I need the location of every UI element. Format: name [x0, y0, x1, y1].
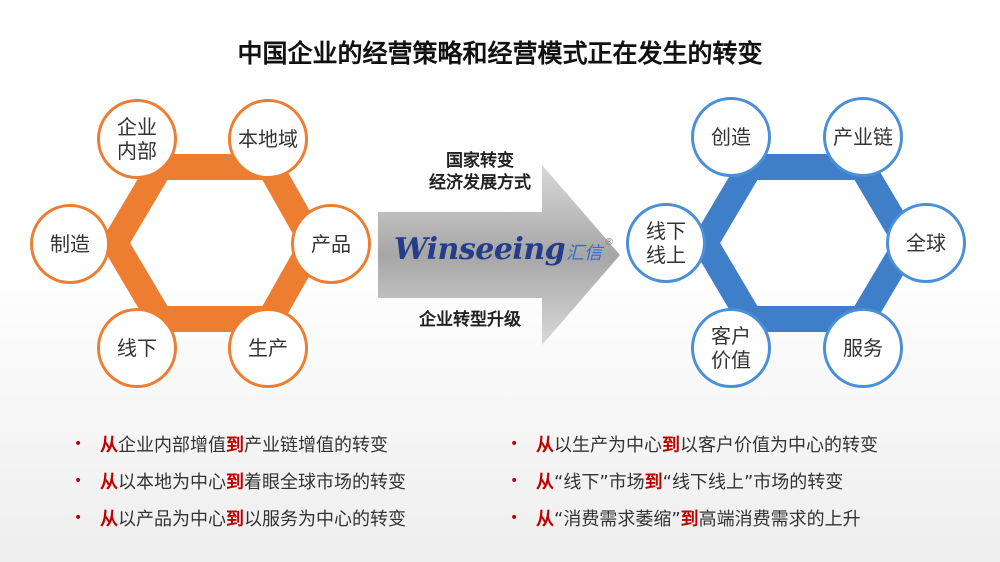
- left-node-manufacturing: 制造: [30, 204, 110, 284]
- keyword-from: 从: [100, 508, 118, 530]
- bullet-text: 以产品为中心: [118, 508, 226, 530]
- bullet-text: 以服务为中心的转变: [244, 508, 406, 530]
- keyword-to: 到: [226, 434, 244, 456]
- arrow-bottom-label: 企业转型升级: [419, 310, 521, 330]
- keyword-to: 到: [662, 434, 680, 456]
- left-node-product: 产品: [291, 204, 371, 284]
- bullet-text: 以客户价值为中心的转变: [680, 434, 878, 456]
- right-node-global: 全球: [886, 203, 966, 283]
- right-node-customer-value: 客户价值: [691, 308, 771, 388]
- node-label: 企业: [117, 115, 157, 139]
- bullet-dot-icon: •: [510, 509, 519, 526]
- arrow-top-line1: 国家转变: [446, 151, 514, 171]
- bullet-text: 企业内部增值: [118, 434, 226, 456]
- bullet-text: 以生产为中心: [554, 434, 662, 456]
- keyword-to: 到: [226, 508, 244, 530]
- right-hexagon-frame: [689, 154, 923, 332]
- bullet-text: 产业链增值的转变: [244, 434, 388, 456]
- node-label: 线上: [646, 243, 686, 267]
- bullet-text: 高端消费需求的上升: [698, 508, 861, 530]
- node-label: 创造: [711, 125, 751, 149]
- bullet-text: “线下线上”市场的转变: [662, 471, 844, 493]
- keyword-from: 从: [536, 508, 554, 530]
- bullet-dot-icon: •: [510, 472, 519, 489]
- node-label: 服务: [843, 336, 883, 360]
- bullet-dot-icon: •: [74, 435, 83, 452]
- node-label: 线下: [117, 336, 157, 360]
- logo-chinese: 汇信: [566, 243, 603, 264]
- left-node-production: 生产: [228, 308, 308, 388]
- winseeing-logo: Winseeing 汇信 ®: [394, 232, 614, 272]
- bullet-dot-icon: •: [74, 509, 83, 526]
- right-node-creation: 创造: [691, 97, 771, 177]
- right-node-industry-chain: 产业链: [823, 97, 903, 177]
- node-label: 线下: [646, 219, 686, 243]
- right-node-service: 服务: [823, 308, 903, 388]
- bullet-text: 着眼全球市场的转变: [244, 471, 406, 493]
- bullet-list-left: • 从企业内部增值到产业链增值的转变 • 从以本地为中心到着眼全球市场的转变 •…: [74, 425, 494, 536]
- node-label: 客户: [711, 324, 751, 348]
- keyword-from: 从: [100, 471, 118, 493]
- node-label: 全球: [906, 231, 946, 255]
- arrow-top-line2: 经济发展方式: [429, 173, 531, 193]
- keyword-from: 从: [100, 434, 118, 456]
- keyword-to: 到: [644, 471, 663, 493]
- bullet-dot-icon: •: [74, 472, 83, 489]
- arrow-top-label: 国家转变 经济发展方式: [390, 150, 570, 194]
- list-item: • 从“消费需求萎缩”到高端消费需求的上升: [510, 499, 930, 536]
- left-node-enterprise-internal: 企业内部: [97, 99, 177, 179]
- bullet-text: “线下”市场: [554, 471, 645, 493]
- node-label: 内部: [117, 139, 157, 163]
- node-label: 本地域: [238, 127, 298, 151]
- left-node-offline: 线下: [97, 308, 177, 388]
- bullet-text: “消费需求萎缩”: [554, 508, 681, 530]
- list-item: • 从企业内部增值到产业链增值的转变: [74, 425, 494, 462]
- left-hexagon-frame: [99, 154, 328, 332]
- list-item: • 从以产品为中心到以服务为中心的转变: [74, 499, 494, 536]
- node-label: 价值: [711, 348, 751, 372]
- keyword-to: 到: [680, 508, 699, 530]
- keyword-from: 从: [536, 434, 554, 456]
- page-title: 中国企业的经营策略和经营模式正在发生的转变: [237, 39, 763, 68]
- keyword-from: 从: [536, 471, 554, 493]
- logo-wordmark: Winseeing: [394, 232, 566, 267]
- bullet-text: 以本地为中心: [118, 471, 226, 493]
- list-item: • 从“线下”市场到“线下线上”市场的转变: [510, 462, 930, 499]
- bullet-list-right: • 从以生产为中心到以客户价值为中心的转变 • 从“线下”市场到“线下线上”市场…: [510, 425, 930, 536]
- node-label: 生产: [248, 336, 288, 360]
- bullet-dot-icon: •: [510, 435, 519, 452]
- node-label: 制造: [50, 232, 90, 256]
- left-node-local-region: 本地域: [228, 99, 308, 179]
- list-item: • 从以生产为中心到以客户价值为中心的转变: [510, 425, 930, 462]
- keyword-to: 到: [226, 471, 244, 493]
- list-item: • 从以本地为中心到着眼全球市场的转变: [74, 462, 494, 499]
- registered-mark: ®: [604, 237, 615, 248]
- right-node-offline-online: 线下线上: [626, 203, 706, 283]
- node-label: 产品: [311, 232, 351, 256]
- node-label: 产业链: [833, 125, 893, 149]
- transition-arrow: [378, 165, 620, 345]
